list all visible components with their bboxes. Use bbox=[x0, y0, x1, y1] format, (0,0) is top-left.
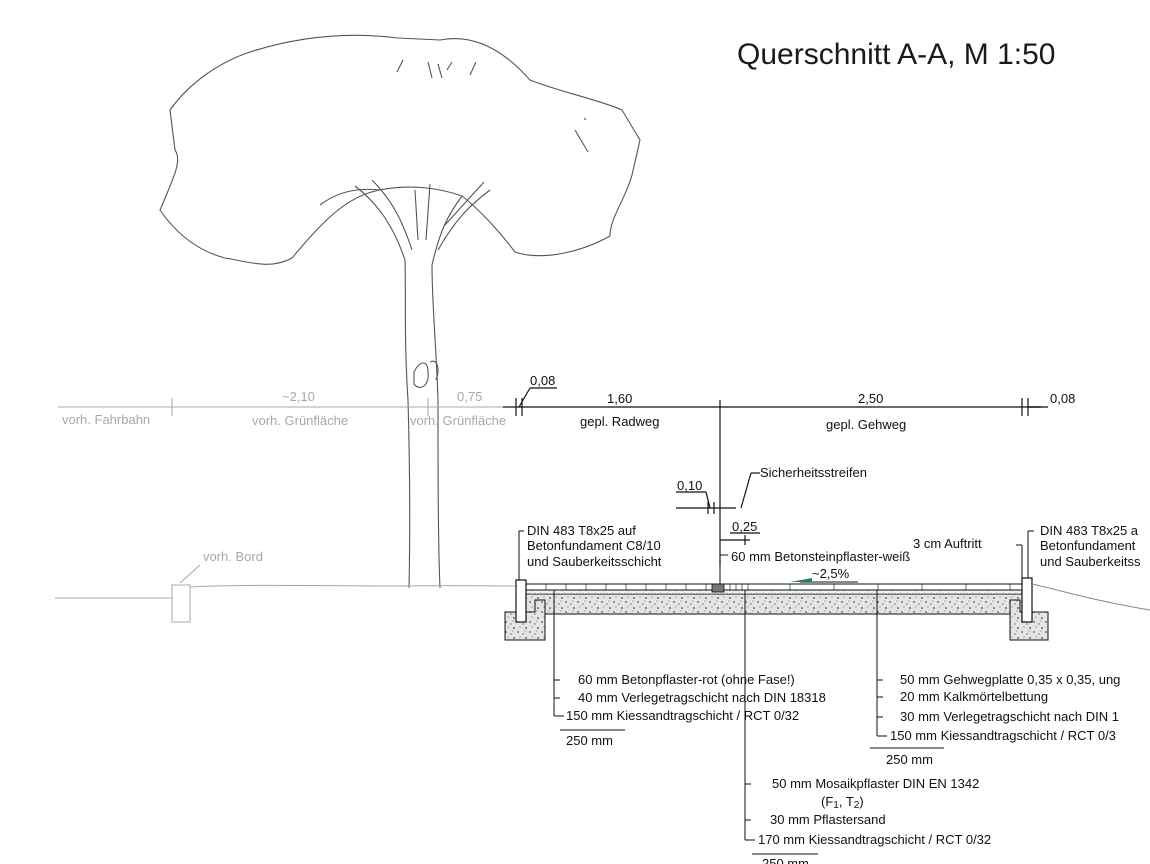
planned-dimension-line bbox=[503, 387, 1048, 566]
label-white-paving: 60 mm Betonsteinpflaster-weiß bbox=[731, 549, 910, 564]
radweg-layer-1: 60 mm Betonpflaster-rot (ohne Fase!) bbox=[578, 672, 795, 687]
right-kerb-note-3: und Sauberkeitss bbox=[1040, 554, 1141, 569]
gehweg-layer-1: 50 mm Gehwegplatte 0,35 x 0,35, ung bbox=[900, 672, 1120, 687]
label-existing-green: vorh. Grünfläche bbox=[252, 413, 348, 428]
dim-existing-green: ~2,10 bbox=[282, 389, 315, 404]
radweg-total: 250 mm bbox=[566, 733, 613, 748]
left-kerb-note-2: Betonfundament C8/10 bbox=[527, 538, 661, 553]
right-kerb-note-1: DIN 483 T8x25 a bbox=[1040, 523, 1139, 538]
dim-right-kerb: 0,08 bbox=[1050, 391, 1075, 406]
tree-crown bbox=[159, 34, 641, 265]
gehweg-layer-3: 30 mm Verlegetragschicht nach DIN 1 bbox=[900, 709, 1119, 724]
gehweg-layer-4: 150 mm Kiessandtragschicht / RCT 0/3 bbox=[890, 728, 1116, 743]
mosaic-layer-1: 50 mm Mosaikpflaster DIN EN 1342 bbox=[772, 776, 979, 791]
label-safety-strip: Sicherheitsstreifen bbox=[760, 465, 867, 480]
dim-left-kerb: 0,08 bbox=[530, 373, 555, 388]
slope-indicator bbox=[790, 578, 858, 583]
radweg-layer-2: 40 mm Verlegetragschicht nach DIN 18318 bbox=[578, 690, 826, 705]
kerb-leaders bbox=[518, 530, 1034, 587]
label-step: 3 cm Auftritt bbox=[913, 536, 982, 551]
gehweg-total: 250 mm bbox=[886, 752, 933, 767]
dim-safety-offset: 0,25 bbox=[732, 519, 757, 534]
slope-value: ~2,5% bbox=[812, 566, 850, 581]
label-footpath: gepl. Gehweg bbox=[826, 417, 906, 432]
label-cycle-lane: gepl. Radweg bbox=[580, 414, 660, 429]
dim-safety-width: 0,10 bbox=[677, 478, 702, 493]
radweg-layer-3: 150 mm Kiessandtragschicht / RCT 0/32 bbox=[566, 708, 799, 723]
drawing-title: Querschnitt A-A, M 1:50 bbox=[737, 38, 1055, 71]
left-kerb-note-3: und Sauberkeitsschicht bbox=[527, 554, 662, 569]
gehweg-layer-2: 20 mm Kalkmörtelbettung bbox=[900, 689, 1048, 704]
tree-illustration bbox=[159, 34, 641, 589]
left-kerb-note-1: DIN 483 T8x25 auf bbox=[527, 523, 636, 538]
label-existing-kerb: vorh. Bord bbox=[203, 549, 263, 564]
mosaic-layer-1-class: (F1, T2) bbox=[821, 794, 864, 811]
dim-existing-green2: 0,75 bbox=[457, 389, 482, 404]
existing-dimensions bbox=[55, 398, 520, 623]
dim-footpath: 2,50 bbox=[858, 391, 883, 406]
label-existing-road: vorh. Fahrbahn bbox=[62, 412, 150, 427]
mosaic-layer-2: 30 mm Pflastersand bbox=[770, 812, 886, 827]
pavement-section bbox=[504, 577, 1150, 641]
right-kerb-note-2: Betonfundament bbox=[1040, 538, 1136, 553]
tree-trunk bbox=[404, 259, 411, 589]
layer-leaders bbox=[553, 590, 944, 855]
dim-cycle-lane: 1,60 bbox=[607, 391, 632, 406]
mosaic-layer-3: 170 mm Kiessandtragschicht / RCT 0/32 bbox=[758, 832, 991, 847]
mosaic-total: 250 mm bbox=[762, 856, 809, 864]
label-existing-green-2: vorh. Grünfläche bbox=[410, 413, 506, 428]
